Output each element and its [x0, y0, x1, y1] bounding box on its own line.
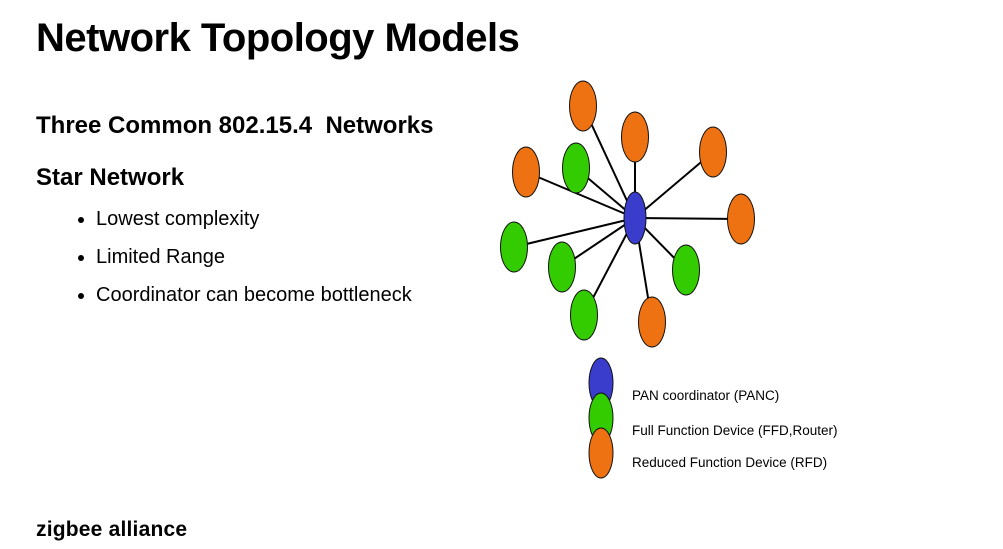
rfd-node [727, 193, 755, 245]
bullet-list: Lowest complexity Limited Range Coordina… [78, 208, 412, 322]
ffd-node [570, 289, 598, 341]
link-line [525, 171, 636, 219]
link-line [634, 151, 714, 219]
legend-label-full-function-device: Full Function Device (FFD,Router) [632, 423, 838, 438]
ffd-node [500, 221, 528, 273]
zigbee-alliance-logo: zigbee alliance [36, 518, 188, 541]
bullet-coordinator-bottleneck: Coordinator can become bottleneck [96, 284, 412, 307]
panc-node [623, 191, 647, 245]
ffd-node [548, 241, 576, 293]
bullet-lowest-complexity: Lowest complexity [96, 208, 412, 231]
slide-title: Network Topology Models [36, 16, 520, 60]
legend-label-reduced-function-device: Reduced Function Device (RFD) [632, 455, 828, 470]
link-line [634, 217, 742, 220]
ffd-node [562, 142, 590, 194]
ffd-node [672, 244, 700, 296]
link-line [513, 217, 636, 248]
bullet-limited-range: Limited Range [96, 246, 412, 269]
slide-subtitle: Three Common 802.15.4 Networks [36, 112, 434, 139]
legend-label-pan-coordinator: PAN coordinator (PANC) [632, 388, 780, 403]
rfd-node [621, 111, 649, 163]
rfd-node [569, 80, 597, 132]
section-heading-star-network: Star Network [36, 164, 185, 191]
rfd-node [638, 296, 666, 348]
legend-icon-rfd [588, 427, 614, 479]
rfd-node [512, 146, 540, 198]
rfd-node [699, 126, 727, 178]
